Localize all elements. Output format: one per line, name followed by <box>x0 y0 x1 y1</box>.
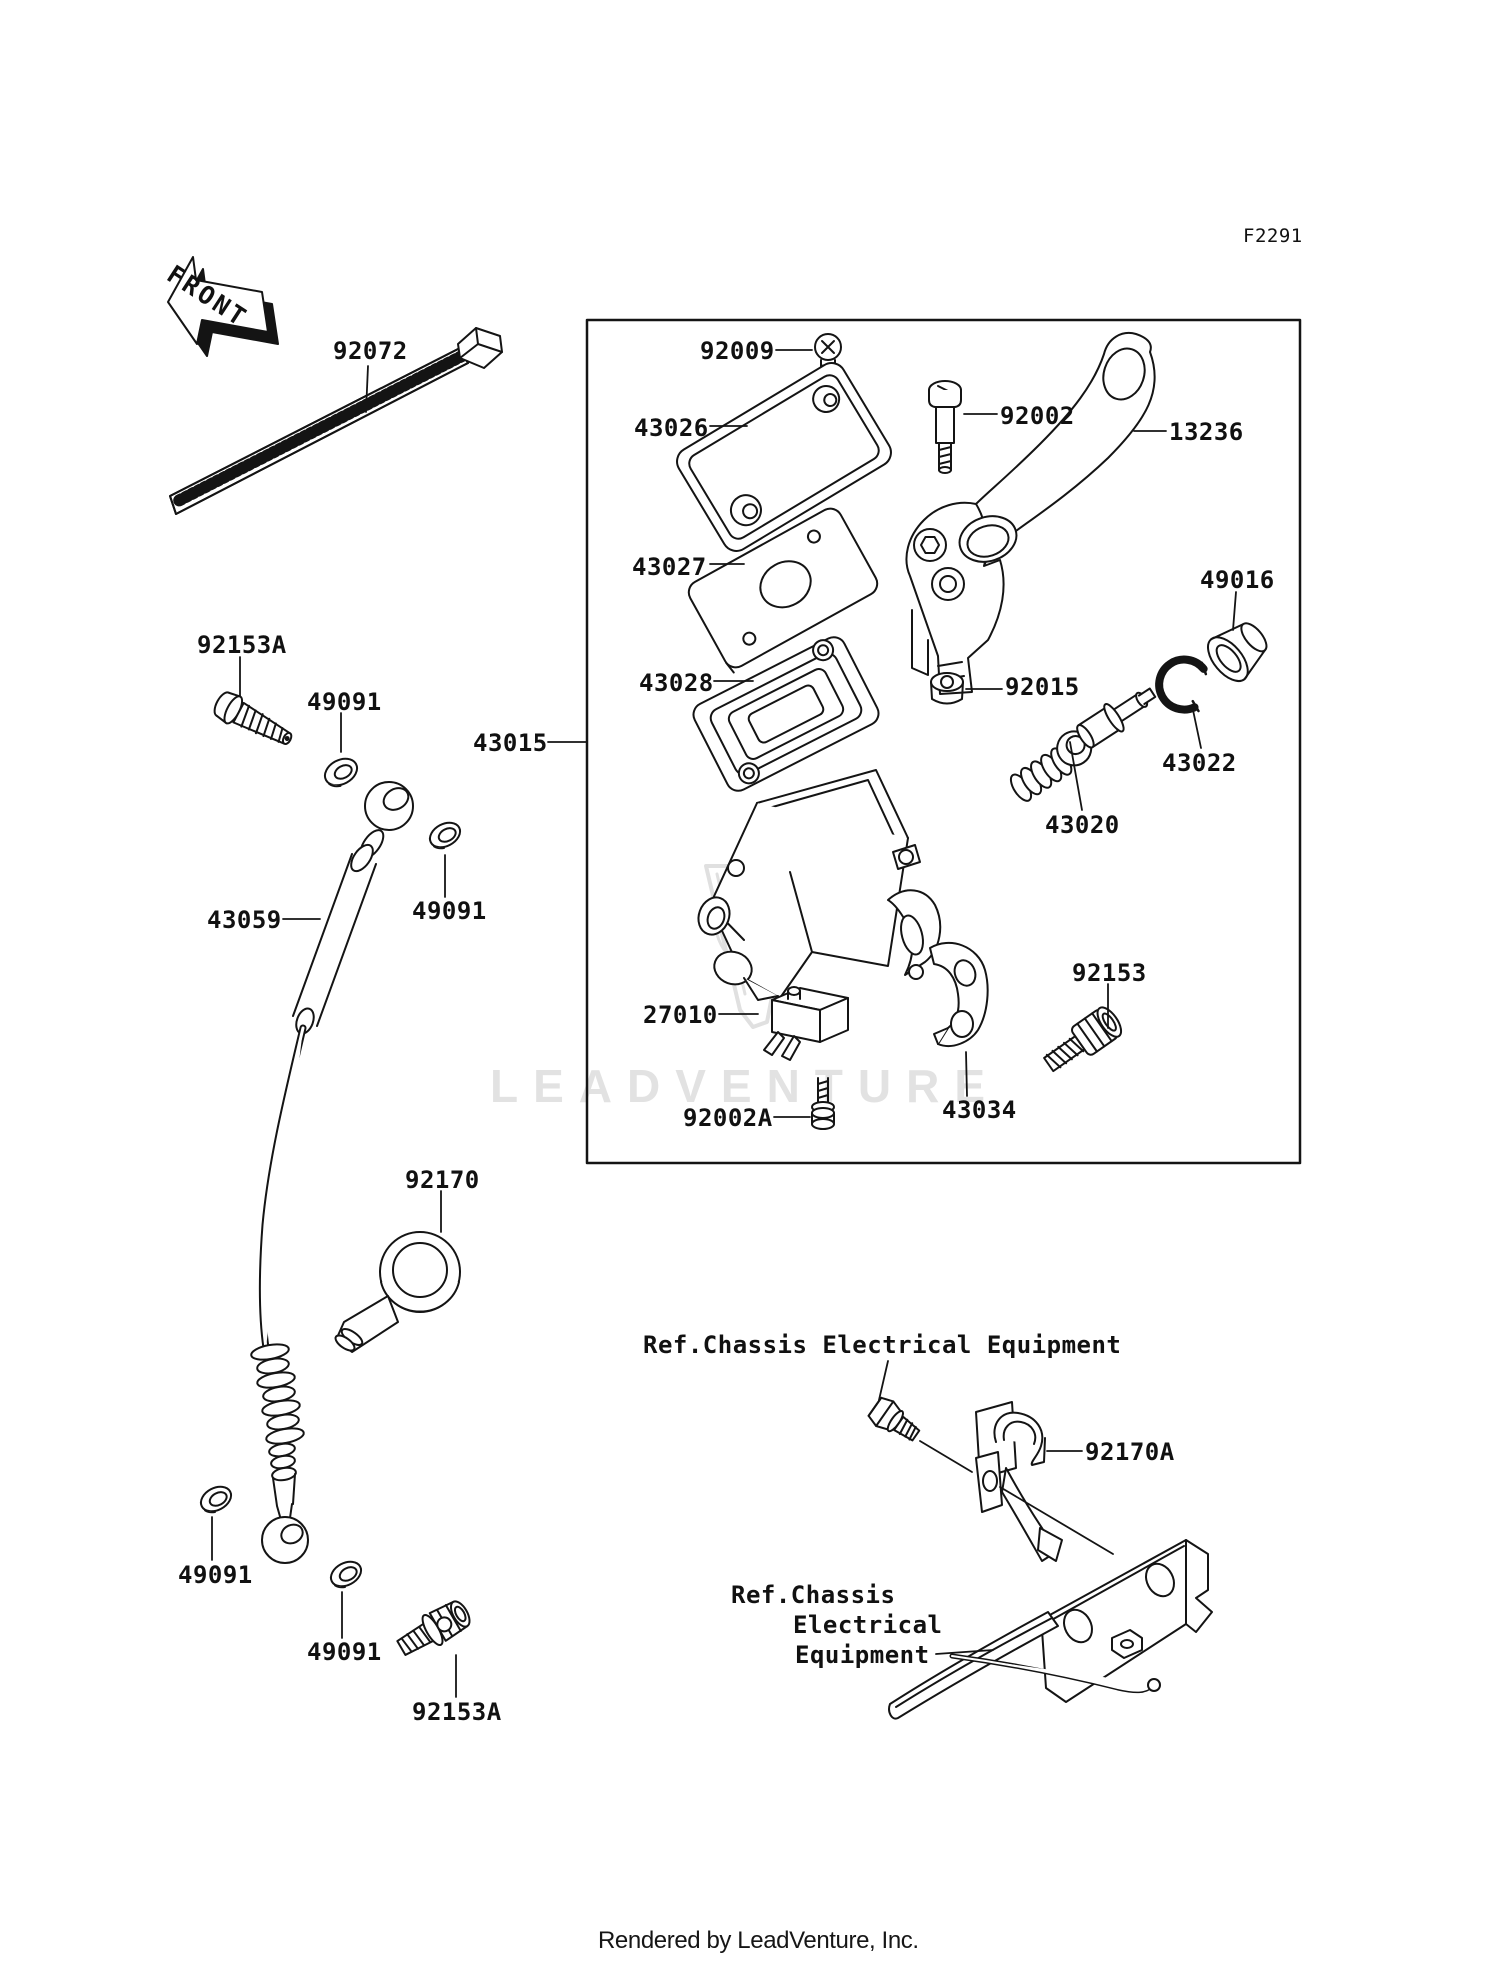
part-label-92009: 92009 <box>700 337 775 365</box>
cover-43026 <box>676 362 892 552</box>
part-label-49091-3: 49091 <box>178 1561 253 1589</box>
part-label-43059: 43059 <box>207 906 282 934</box>
rendered-by-footer: Rendered by LeadVenture, Inc. <box>598 1927 919 1954</box>
screw-92002a <box>811 1077 835 1130</box>
bolt-92002 <box>928 380 962 474</box>
washer-49091-3 <box>199 1485 233 1514</box>
hose-43059 <box>250 781 414 1564</box>
part-label-92153a: 92153A <box>197 631 287 659</box>
part-label-13236: 13236 <box>1169 418 1244 446</box>
lever-13236 <box>905 332 1156 695</box>
piston-43020 <box>1009 687 1157 802</box>
ref-chassis-note: Ref.Chassis Electrical Equipment <box>643 1331 1122 1359</box>
plate-43027 <box>687 507 879 674</box>
part-label-43027: 43027 <box>632 553 707 581</box>
part-label-92170: 92170 <box>405 1166 480 1194</box>
part-label-43022: 43022 <box>1162 749 1237 777</box>
washer-49091-2 <box>428 821 462 850</box>
nut-92015 <box>930 672 964 705</box>
part-label-92002: 92002 <box>1000 402 1075 430</box>
cable-tie-92072 <box>169 327 503 515</box>
assembly-box-43015 <box>585 318 1302 1165</box>
clamp-92170 <box>334 1231 461 1353</box>
part-label-92002a: 92002A <box>683 1104 773 1132</box>
part-label-43026: 43026 <box>634 414 709 442</box>
diagram-code: F2291 <box>1243 225 1303 247</box>
part-label-43015: 43015 <box>473 729 548 757</box>
part-label-49016: 49016 <box>1200 566 1275 594</box>
part-label-92015: 92015 <box>1005 673 1080 701</box>
part-label-49091-1: 49091 <box>307 688 382 716</box>
part-label-43028: 43028 <box>639 669 714 697</box>
part-label-43034: 43034 <box>942 1096 1017 1124</box>
washer-49091-1 <box>323 757 359 788</box>
part-label-92072: 92072 <box>333 337 408 365</box>
part-label-43020: 43020 <box>1045 811 1120 839</box>
part-label-49091-4: 49091 <box>307 1638 382 1666</box>
part-label-27010: 27010 <box>643 1001 718 1029</box>
part-label-92153: 92153 <box>1072 959 1147 987</box>
clamp-43034 <box>929 942 989 1048</box>
part-label-92170a: 92170A <box>1085 1438 1175 1466</box>
switch-27010 <box>763 986 849 1061</box>
reservoir-43015 <box>697 769 942 1001</box>
ref-chassis-note2-line3: Equipment <box>795 1641 930 1669</box>
screw-92009 <box>814 333 842 386</box>
part-label-92153a-2: 92153A <box>412 1698 502 1726</box>
gasket-43028 <box>692 636 880 792</box>
bracket-assembly-ref <box>888 1401 1213 1720</box>
part-label-49091-2: 49091 <box>412 897 487 925</box>
bleeder-92153a <box>213 691 293 746</box>
screw-92153 <box>1043 1006 1123 1073</box>
circlip-43022 <box>1155 655 1208 714</box>
banjo-bolt-92153a <box>396 1600 471 1656</box>
front-arrow-icon <box>167 256 279 357</box>
leader-lines <box>211 349 1237 1698</box>
ref-chassis-note2-line2: Electrical <box>793 1611 943 1639</box>
washer-49091-4 <box>329 1560 363 1589</box>
hex-bolt-ref <box>867 1396 921 1442</box>
cap-49016 <box>1207 622 1268 682</box>
ref-chassis-note2-line1: Ref.Chassis <box>731 1581 896 1609</box>
